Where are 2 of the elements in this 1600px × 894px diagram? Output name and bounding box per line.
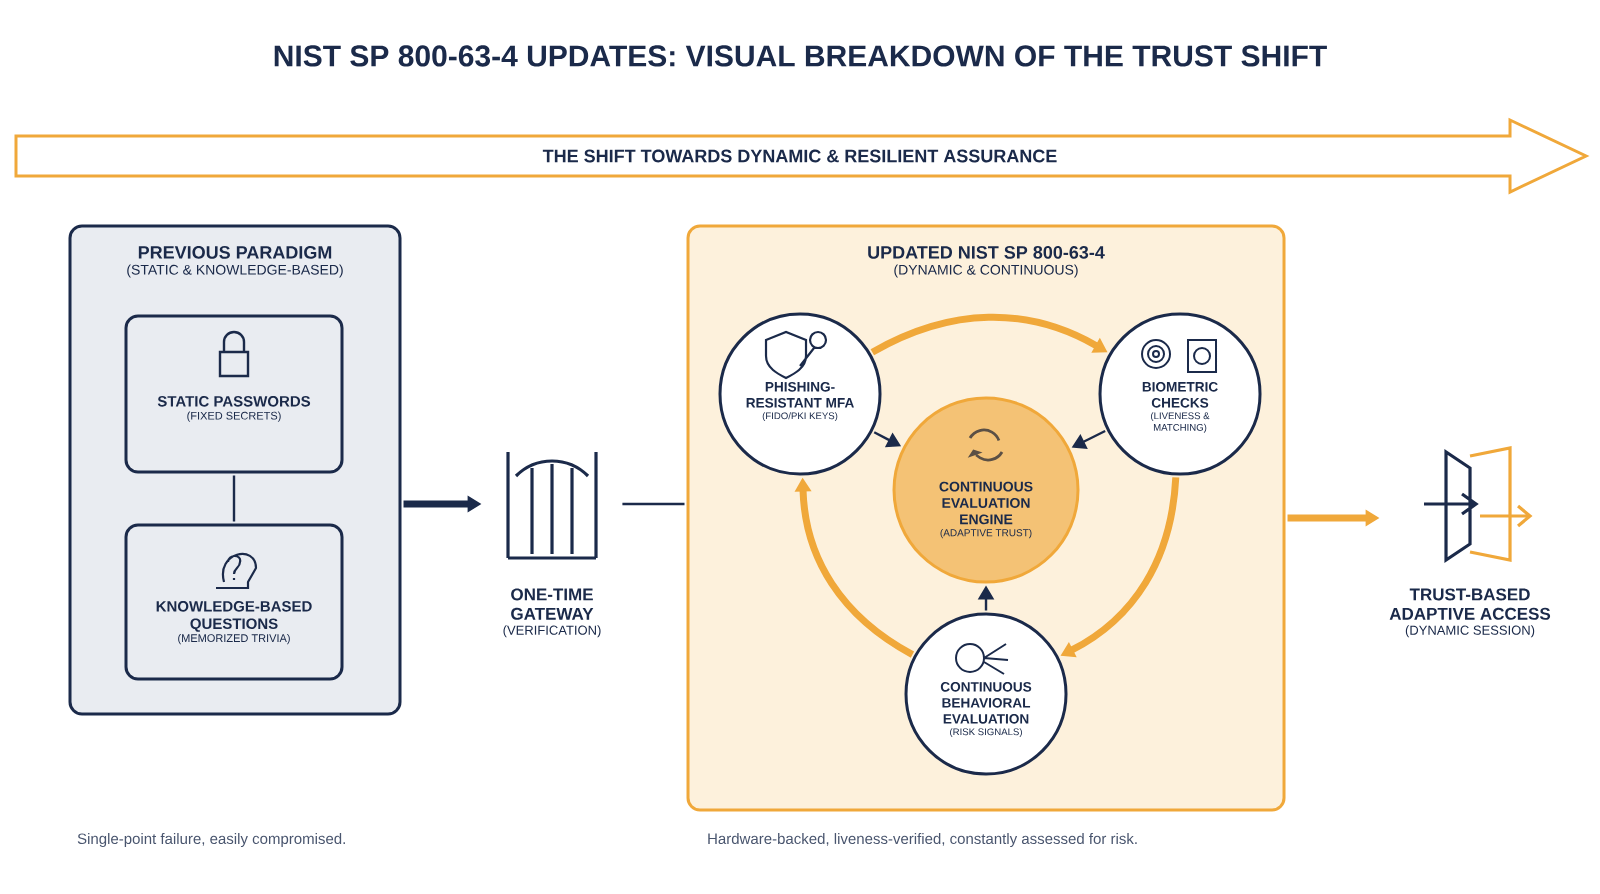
banner-text: THE SHIFT TOWARDS DYNAMIC & RESILIENT ASSURANCE — [542, 149, 1057, 163]
title: NIST SP 800-63-4 UPDATES: VISUAL BREAKDOWN OF THE TRUST SHIFT — [274, 45, 1327, 67]
